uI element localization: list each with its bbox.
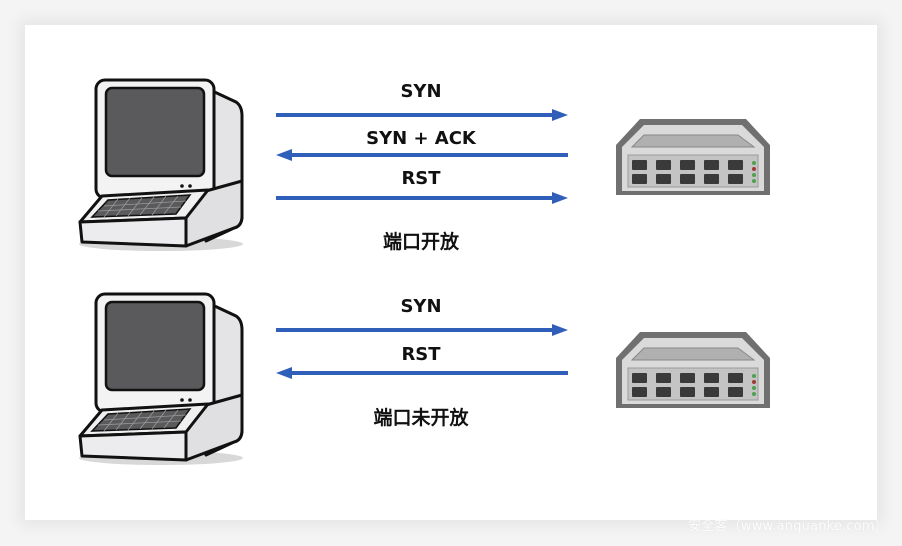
computer-icon xyxy=(66,66,256,256)
arrow-left xyxy=(276,149,568,161)
result-label-port-open: 端口开放 xyxy=(382,231,459,253)
arrow-right xyxy=(276,192,568,204)
computer-icon xyxy=(66,280,256,470)
arrow-right xyxy=(276,324,568,336)
network-switch-icon xyxy=(598,318,798,408)
message-label-syn-ack: SYN + ACK xyxy=(366,128,476,149)
arrow-left xyxy=(276,367,568,379)
message-label-syn: SYN xyxy=(400,296,442,317)
message-label-syn: SYN xyxy=(400,81,442,102)
message-label-rst: RST xyxy=(401,344,441,365)
watermark: 安全客（www.anquanke.com） xyxy=(688,519,888,534)
result-label-port-closed: 端口未开放 xyxy=(373,407,469,429)
message-label-rst: RST xyxy=(401,168,441,189)
arrow-right xyxy=(276,109,568,121)
network-switch-icon xyxy=(598,105,798,195)
